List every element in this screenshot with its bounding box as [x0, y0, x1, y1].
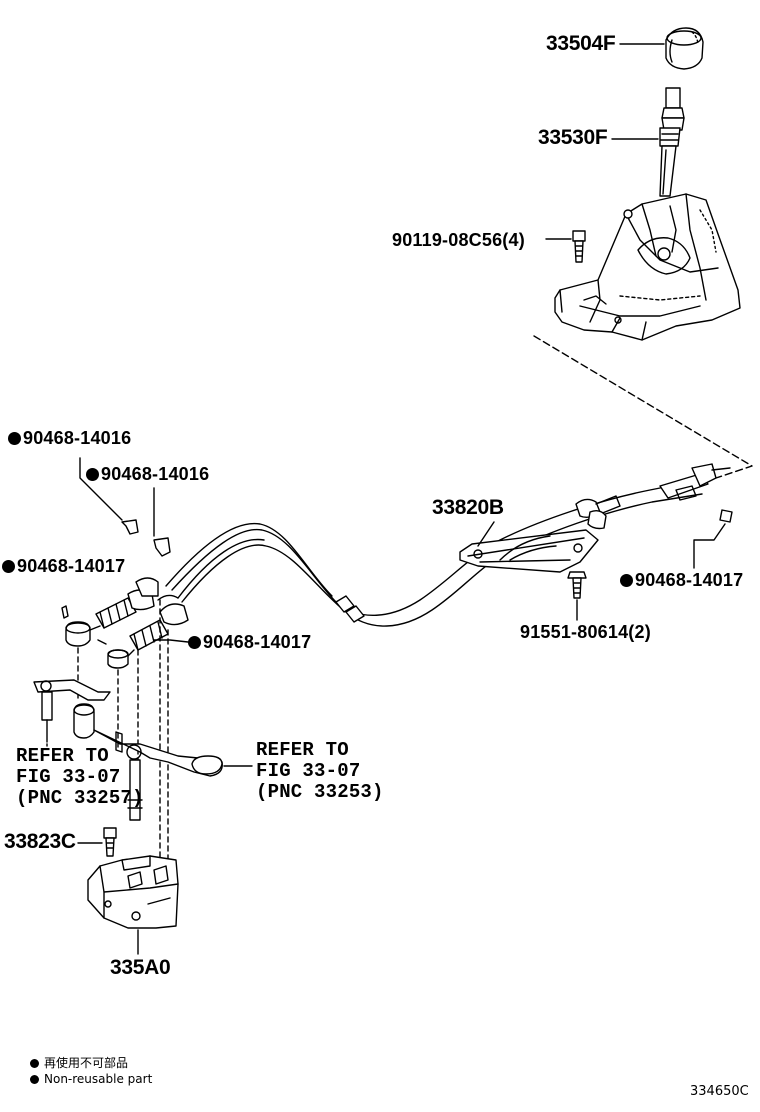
non-reusable-dot [188, 636, 201, 649]
non-reusable-dot [620, 574, 633, 587]
clip-right [719, 509, 733, 523]
label-cable-assy: 33820B [432, 496, 504, 519]
non-reusable-dot [86, 468, 99, 481]
label-bolt-33823c: 33823C [4, 830, 76, 853]
bolt-91551 [567, 571, 587, 599]
label-knob: 33504F [546, 32, 616, 55]
legend-english: Non-reusable part [30, 1072, 152, 1086]
clip-left-2 [153, 537, 171, 557]
legend-japanese: 再使用不可部品 [30, 1054, 128, 1071]
label-bolt-90119: 90119-08C56(4) [392, 230, 525, 250]
leader-clip-mid [153, 639, 189, 643]
cable-end-upper [575, 463, 731, 530]
label-clip-a1: 90468-14016 [8, 428, 131, 448]
label-clip-b3: 90468-14017 [620, 570, 743, 590]
shift-knob [665, 27, 704, 70]
non-reusable-dot [8, 432, 21, 445]
shift-linkage [33, 679, 223, 821]
cable-bracket [459, 529, 599, 573]
bolt-90119 [572, 230, 586, 263]
leader-clip-right [693, 523, 726, 569]
lower-bracket [87, 855, 179, 929]
non-reusable-dot [2, 560, 15, 573]
leader-clip-left-1 [79, 457, 123, 521]
shift-lever-housing [554, 193, 741, 341]
bolt-33823c [103, 827, 117, 857]
guide-lines-left [77, 599, 169, 881]
legend-dot [30, 1059, 39, 1068]
leader-33820b [477, 521, 495, 547]
legend-dot [30, 1075, 39, 1084]
label-clip-b2: 90468-14017 [188, 632, 311, 652]
guide-line-housing [533, 335, 753, 479]
shift-cables [165, 479, 703, 627]
label-boot: 33530F [538, 126, 608, 149]
label-clip-a2: 90468-14016 [86, 464, 209, 484]
shift-boot [659, 87, 685, 197]
cable-end-left [61, 577, 189, 669]
label-lower-bracket: 335A0 [110, 956, 171, 979]
label-bolt-91551: 91551-80614(2) [520, 622, 651, 642]
clip-left-1 [121, 519, 139, 535]
figure-id: 334650C [690, 1084, 749, 1099]
label-clip-b1: 90468-14017 [2, 556, 125, 576]
